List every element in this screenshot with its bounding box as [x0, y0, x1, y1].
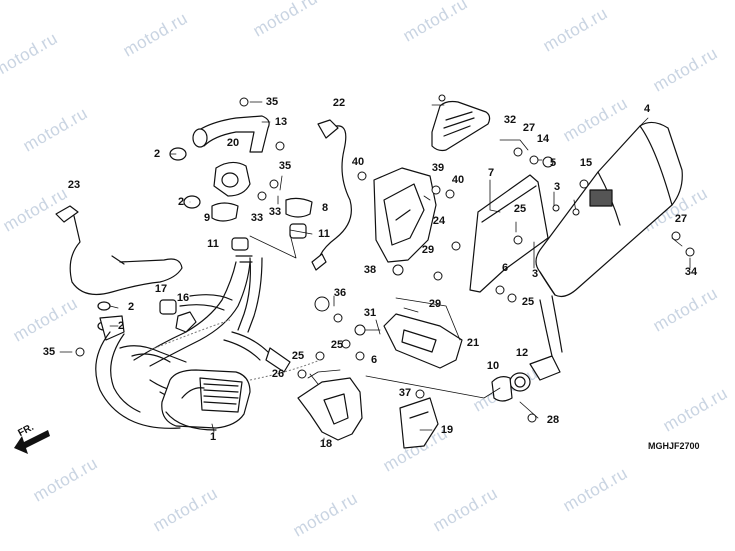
heat-guard	[373, 167, 437, 263]
callout-27: 27	[674, 213, 688, 225]
callout-38: 38	[363, 264, 377, 276]
callout-36: 36	[333, 287, 347, 299]
diagram-code: MGHJF2700	[648, 441, 700, 451]
heel-guard	[399, 397, 439, 449]
callout-15: 15	[579, 157, 593, 169]
callout-40: 40	[351, 156, 365, 168]
callout-7: 7	[487, 167, 495, 179]
callout-3: 3	[553, 181, 561, 193]
callout-8: 8	[321, 202, 329, 214]
callout-27: 27	[522, 122, 536, 134]
callout-20: 20	[226, 137, 240, 149]
callout-29: 29	[428, 298, 442, 310]
callout-32: 32	[503, 114, 517, 126]
callout-29: 29	[421, 244, 435, 256]
callout-28: 28	[546, 414, 560, 426]
callout-21: 21	[466, 337, 480, 349]
callout-35: 35	[278, 160, 292, 172]
callout-19: 19	[440, 424, 454, 436]
callout-1: 1	[209, 431, 217, 443]
sleeve	[231, 237, 249, 251]
callout-9: 9	[203, 212, 211, 224]
callout-33: 33	[268, 206, 282, 218]
callout-33: 33	[250, 212, 264, 224]
dashed-zones	[149, 319, 321, 381]
muffler-bracket	[383, 313, 463, 369]
band-clamp	[491, 376, 513, 402]
callout-34: 34	[684, 266, 698, 278]
callout-16: 16	[176, 292, 190, 304]
heat-shield	[469, 174, 549, 293]
exhaust-header	[95, 255, 291, 429]
front-arrow-icon	[14, 430, 50, 454]
callout-25: 25	[291, 350, 305, 362]
callout-10: 10	[486, 360, 500, 372]
callout-40: 40	[451, 174, 465, 186]
o2-sensor-cable-22	[311, 119, 352, 271]
callout-12: 12	[515, 347, 529, 359]
callout-6: 6	[501, 262, 509, 274]
callout-31: 31	[363, 307, 377, 319]
exhaust-pipe-10	[431, 100, 491, 152]
catalyst-body	[161, 369, 251, 431]
muffler	[535, 121, 683, 298]
callout-13: 13	[274, 116, 288, 128]
clamp	[211, 202, 239, 222]
callout-4: 4	[643, 103, 651, 115]
joint-collar	[159, 299, 177, 315]
callout-18: 18	[319, 438, 333, 450]
callout-3: 3	[531, 268, 539, 280]
callout-35: 35	[42, 346, 56, 358]
gasket	[183, 195, 201, 209]
callout-14: 14	[536, 133, 550, 145]
joint-nut	[175, 311, 197, 333]
callout-2: 2	[117, 320, 125, 332]
callout-26: 26	[271, 368, 285, 380]
muffler-joint	[509, 295, 563, 392]
callout-25: 25	[330, 339, 344, 351]
sensor-mount	[213, 161, 251, 197]
callout-35: 35	[265, 96, 279, 108]
callout-37: 37	[398, 387, 412, 399]
callout-11: 11	[318, 228, 330, 240]
callout-11: 11	[207, 238, 219, 250]
callout-5: 5	[549, 157, 557, 169]
callout-2: 2	[177, 196, 185, 208]
clamp	[285, 197, 313, 218]
callout-6: 6	[370, 354, 378, 366]
bracket-18	[297, 377, 363, 441]
callout-2: 2	[127, 301, 135, 313]
callout-17: 17	[154, 283, 168, 295]
callout-25: 25	[513, 203, 527, 215]
sleeve	[289, 223, 307, 239]
callout-22: 22	[332, 97, 346, 109]
callout-2: 2	[153, 148, 161, 160]
callout-24: 24	[432, 215, 446, 227]
o2-sensor-cable	[55, 205, 183, 295]
callout-25: 25	[521, 296, 535, 308]
gasket	[97, 301, 111, 311]
crossover-pipe	[192, 115, 270, 153]
callout-23: 23	[67, 179, 81, 191]
fasteners	[75, 94, 695, 423]
callout-39: 39	[431, 162, 445, 174]
